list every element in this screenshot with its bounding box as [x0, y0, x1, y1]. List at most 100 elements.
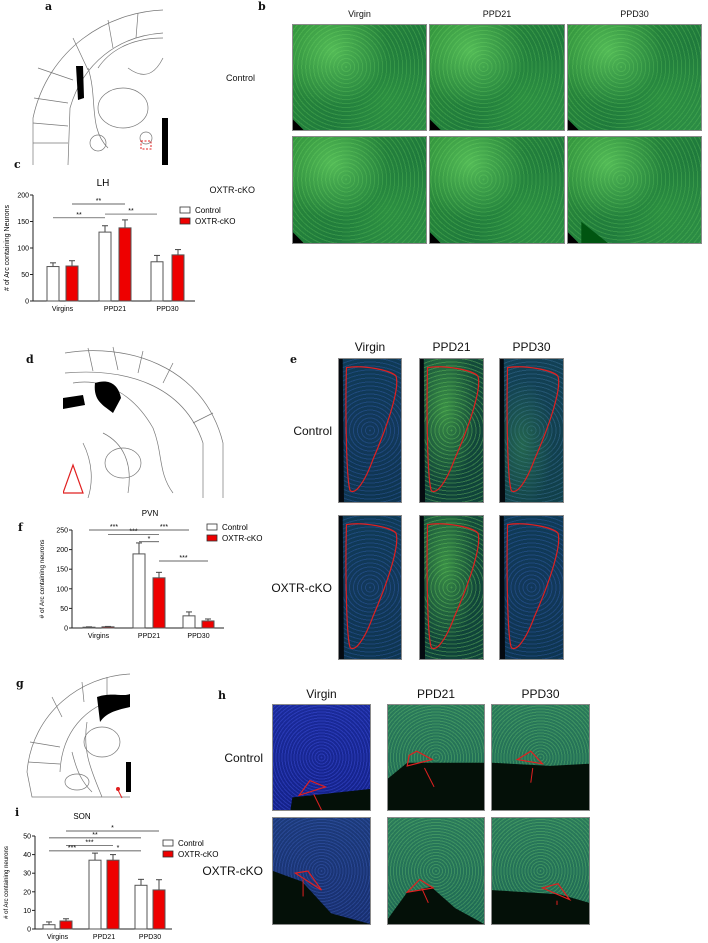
bar-control [134, 884, 148, 930]
legend-swatch [179, 206, 191, 214]
significance-label: *** [68, 845, 76, 852]
y-tick-label: 200 [56, 547, 68, 554]
y-tick-label: 50 [23, 834, 31, 841]
significance-label: ** [96, 198, 102, 205]
x-tick-label: Virgins [52, 306, 74, 313]
bar-control [132, 553, 146, 629]
micrograph [387, 817, 485, 925]
x-tick-label: PPD30 [139, 934, 161, 941]
micrograph [419, 358, 484, 503]
row-header: Control [225, 72, 255, 83]
panel-label-e: e [290, 353, 297, 366]
y-tick-label: 150 [17, 219, 29, 226]
x-tick-label: Virgins [47, 934, 69, 941]
row-header: OXTR-cKO [271, 580, 332, 595]
micrograph [419, 515, 484, 660]
micrograph [567, 136, 702, 244]
significance-label: ** [76, 212, 82, 219]
micrograph [491, 817, 590, 925]
column-header: Virgin [354, 340, 386, 354]
y-tick-label: 250 [56, 528, 68, 535]
brain-atlas-a [32, 9, 168, 165]
y-tick-label: 100 [56, 586, 68, 593]
x-tick-label: PPD30 [187, 633, 209, 640]
significance-label: *** [85, 839, 93, 846]
micrograph [272, 817, 371, 925]
significance-label: *** [179, 555, 187, 562]
y-tick-label: 0 [25, 299, 29, 306]
bar-oxtr-cko [152, 577, 166, 629]
column-header: PPD21 [432, 340, 471, 354]
brain-atlas-d [63, 346, 224, 498]
significance-label: * [117, 845, 120, 852]
chart-title: LH [97, 178, 110, 189]
micrograph [429, 24, 565, 131]
panel-label-d: d [26, 353, 34, 366]
bar-control [182, 615, 196, 629]
column-header: PPD30 [512, 340, 551, 354]
y-tick-label: 10 [23, 908, 31, 915]
panel-label-i: i [15, 806, 20, 819]
legend-swatch [206, 534, 218, 542]
bar-oxtr-cko [106, 859, 120, 930]
bar-oxtr-cko [118, 227, 132, 302]
panel-label-h: h [218, 689, 226, 702]
row-header: OXTR-cKO [209, 185, 255, 195]
micrograph [567, 24, 702, 131]
y-axis-label: # of Arc containing neurons [4, 846, 10, 919]
y-tick-label: 30 [23, 871, 31, 878]
x-tick-label: Virgins [88, 633, 110, 640]
legend-label: OXTR-cKO [195, 217, 235, 226]
bar-oxtr-cko [101, 626, 115, 629]
bar-oxtr-cko [59, 920, 73, 930]
legend-label: Control [178, 839, 204, 848]
y-tick-label: 200 [17, 193, 29, 200]
micrograph [491, 704, 590, 811]
bar-control [98, 231, 112, 302]
panel-label-f: f [18, 521, 23, 534]
bar-control [88, 859, 102, 930]
row-header: OXTR-cKO [202, 864, 263, 878]
micrograph [292, 136, 427, 244]
micrograph [499, 358, 564, 503]
y-axis-label: # of Arc containing Neurons [4, 205, 11, 291]
micrograph [292, 24, 427, 131]
bar-control [42, 924, 56, 930]
column-header: PPD21 [416, 687, 456, 701]
panel-label-g: g [16, 677, 24, 690]
row-header: Control [224, 750, 263, 765]
y-tick-label: 50 [21, 272, 29, 279]
legend-swatch [162, 839, 174, 847]
legend-swatch [206, 523, 218, 531]
micrograph [499, 515, 564, 660]
chart-title: PVN [142, 509, 159, 518]
column-header: Virgin [348, 9, 371, 19]
y-tick-label: 40 [23, 852, 31, 859]
bar-control [150, 261, 164, 302]
bar-oxtr-cko [171, 254, 185, 302]
y-tick-label: 20 [23, 889, 31, 896]
y-tick-label: 100 [17, 246, 29, 253]
bar-oxtr-cko [152, 889, 166, 930]
significance-label: ** [92, 832, 98, 839]
micrograph [338, 515, 402, 660]
y-tick-label: 50 [60, 606, 68, 613]
significance-label: *** [129, 529, 137, 536]
bar-oxtr-cko [65, 265, 79, 302]
y-tick-label: 0 [64, 626, 68, 633]
significance-label: * [111, 825, 114, 832]
brain-atlas-g [26, 673, 131, 799]
significance-label: *** [110, 524, 118, 531]
panel-label-a: a [45, 0, 53, 13]
row-header: Control [293, 423, 332, 438]
micrograph [429, 136, 565, 244]
x-tick-label: PPD21 [93, 934, 115, 941]
panel-label-b: b [258, 0, 266, 13]
y-tick-label: 0 [27, 927, 31, 934]
legend-label: Control [195, 206, 221, 215]
column-header: Virgin [306, 687, 337, 701]
legend-label: Control [222, 523, 248, 532]
legend-swatch [162, 850, 174, 858]
y-tick-label: 150 [56, 567, 68, 574]
